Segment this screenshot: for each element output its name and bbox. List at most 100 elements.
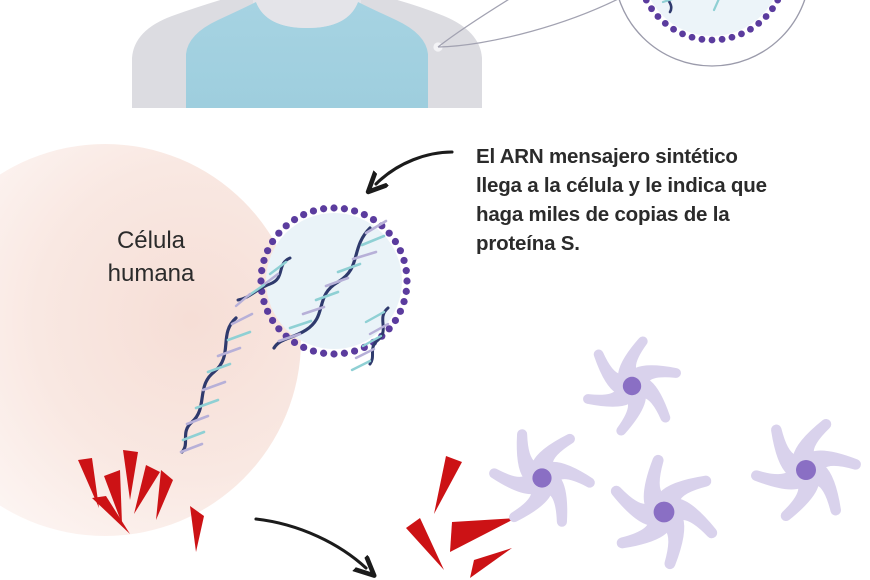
membrane-dot: [698, 35, 706, 43]
spike-petal: [545, 475, 568, 527]
membrane-dot: [774, 0, 782, 4]
spike-petal: [643, 454, 665, 511]
membrane-dot: [260, 297, 268, 306]
magnifier-line-upper: [437, 0, 509, 48]
ribosome: [134, 465, 160, 514]
membrane-dot: [747, 25, 754, 33]
membrane-dot: [360, 211, 368, 219]
membrane-dot: [258, 267, 266, 275]
membrane-dot: [350, 347, 359, 355]
shirt-collar: [256, 2, 358, 28]
membrane-dot: [708, 36, 716, 44]
arrow-to-vesicle: [376, 150, 454, 184]
ribosome: [123, 450, 138, 500]
spike-petal: [516, 429, 539, 481]
membrane-dot: [400, 297, 408, 306]
membrane-dot: [350, 207, 359, 215]
magnified-vesicle: [642, 0, 782, 44]
spike-core: [622, 376, 642, 396]
membrane-dot: [718, 35, 726, 43]
membrane-dot: [738, 30, 745, 38]
membrane-dot: [330, 204, 338, 212]
membrane-dot: [688, 33, 696, 41]
human-cell-body: [0, 144, 301, 536]
membrane-dot: [391, 237, 400, 246]
ribosome: [470, 548, 512, 578]
ribosome: [406, 518, 444, 570]
mrna-strand-c: [234, 256, 292, 308]
membrane-dot: [755, 20, 763, 27]
membrane-dot: [340, 349, 348, 357]
membrane-dot: [275, 325, 283, 333]
spike-petal: [812, 464, 841, 516]
spike-petal: [546, 461, 595, 488]
spike-protein: [751, 418, 861, 522]
membrane-dot: [661, 20, 669, 27]
spike-petal: [658, 475, 712, 506]
membrane-dot: [290, 338, 299, 347]
ribosome-cluster-center: [406, 456, 516, 578]
membrane-dot: [402, 267, 410, 275]
membrane-dot: [309, 347, 318, 355]
caption-text: El ARN mensajero sintético llega a la cé…: [476, 145, 767, 255]
membrane-dot: [648, 5, 655, 13]
membrane-dot: [264, 247, 272, 255]
mrna-strand-a: [272, 219, 388, 350]
membrane-dot: [309, 207, 318, 215]
spike-petal: [616, 391, 646, 436]
membrane-dot: [385, 229, 393, 237]
membrane-dot: [369, 215, 378, 224]
ribosome: [434, 456, 462, 514]
spike-petal: [771, 424, 800, 476]
arrow-to-spike-assembly: [254, 517, 366, 568]
mrna-vesicle: [234, 204, 411, 372]
spike-core: [796, 460, 816, 480]
spike-petal: [671, 498, 718, 539]
spike-petal: [638, 378, 671, 423]
spike-petal: [509, 486, 552, 523]
membrane-dot: [769, 5, 776, 13]
mrna-vesicle-body: [266, 213, 402, 349]
membrane-dot: [654, 13, 662, 20]
spike-petal: [583, 387, 633, 407]
membrane-dot: [300, 211, 308, 219]
membrane-dot: [403, 277, 411, 285]
spike-petal: [532, 433, 575, 470]
membrane-dot: [282, 222, 290, 230]
person-shirt: [186, 2, 428, 108]
membrane-dot: [762, 13, 770, 20]
ribosome: [78, 458, 99, 508]
spike-protein: [610, 454, 718, 570]
membrane-dot: [264, 307, 272, 315]
mrna-strand-b: [350, 306, 390, 372]
spike-petal: [663, 513, 685, 570]
spike-core: [653, 501, 675, 523]
ribosome: [190, 506, 204, 552]
ribosome: [92, 496, 130, 534]
spike-petal: [616, 518, 670, 549]
membrane-dot: [268, 237, 277, 246]
membrane-dot: [290, 215, 299, 224]
spike-protein: [489, 429, 595, 527]
spike-petal: [489, 468, 538, 495]
spike-petal: [780, 477, 820, 522]
membrane-dot: [257, 277, 265, 285]
free-mrna-strand: [179, 312, 254, 454]
spike-petal: [792, 418, 832, 463]
ribosome: [156, 470, 173, 520]
ribosome-cluster-left: [78, 450, 204, 552]
membrane-dot: [396, 307, 404, 315]
spike-petal: [751, 469, 805, 490]
membrane-dot: [330, 350, 338, 358]
membrane-dot: [300, 343, 308, 351]
spike-petal: [610, 485, 657, 526]
spike-petal: [807, 450, 861, 471]
magnified-vesicle-membrane-dots: [642, 0, 782, 44]
membrane-dot: [396, 247, 404, 255]
membrane-dot: [402, 287, 410, 295]
membrane-dot: [320, 349, 328, 357]
membrane-dot: [670, 25, 677, 33]
human-cell: [0, 144, 301, 536]
membrane-dot: [728, 33, 736, 41]
